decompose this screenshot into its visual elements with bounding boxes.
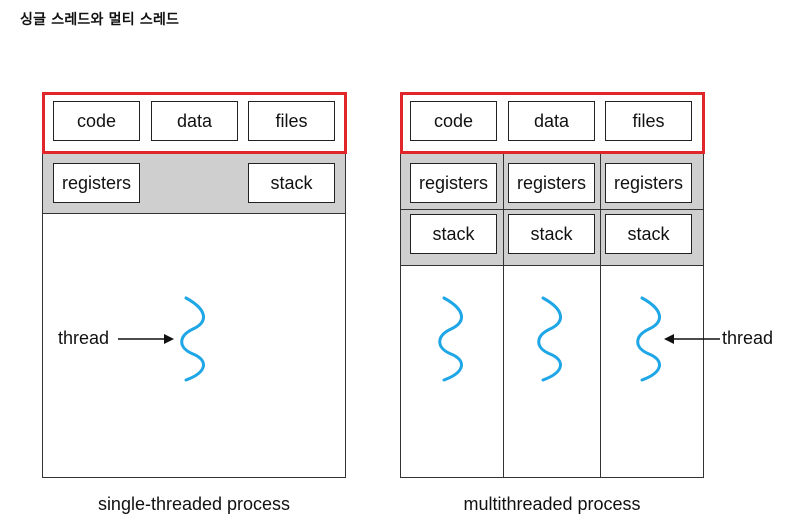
- multi-shared-resources-highlight: [400, 92, 705, 154]
- single-stack-box: stack: [248, 163, 335, 203]
- multi-column-divider-1: [503, 152, 504, 478]
- single-thread-arrow-icon: [118, 334, 174, 344]
- single-files-box: files: [248, 101, 335, 141]
- multi-stack-box-2: stack: [508, 214, 595, 254]
- single-code-box: code: [53, 101, 140, 141]
- multi-row-divider: [400, 209, 704, 210]
- multi-registers-box-2: registers: [508, 163, 595, 203]
- multi-stack-box-1: stack: [410, 214, 497, 254]
- multi-thread-wave-icon-2: [537, 296, 562, 382]
- multi-stack-box-3: stack: [605, 214, 692, 254]
- single-registers-box: registers: [53, 163, 140, 203]
- multi-column-divider-2: [600, 152, 601, 478]
- single-thread-wave-icon: [180, 296, 205, 382]
- multi-registers-box-1: registers: [410, 163, 497, 203]
- multi-files-box: files: [605, 101, 692, 141]
- single-data-box: data: [151, 101, 238, 141]
- single-shared-resources-highlight: [42, 92, 347, 154]
- multi-thread-wave-icon-1: [438, 296, 463, 382]
- page-heading: 싱글 스레드와 멀티 스레드: [20, 12, 180, 28]
- single-caption: single-threaded process: [97, 494, 291, 514]
- multi-code-box: code: [410, 101, 497, 141]
- multi-thread-label: thread: [722, 328, 774, 348]
- multi-thread-arrow-icon: [664, 334, 720, 344]
- single-thread-label: thread: [58, 328, 110, 348]
- multi-thread-wave-icon-3: [636, 296, 661, 382]
- multi-data-box: data: [508, 101, 595, 141]
- multi-caption: multithreaded process: [463, 494, 641, 514]
- multi-registers-box-3: registers: [605, 163, 692, 203]
